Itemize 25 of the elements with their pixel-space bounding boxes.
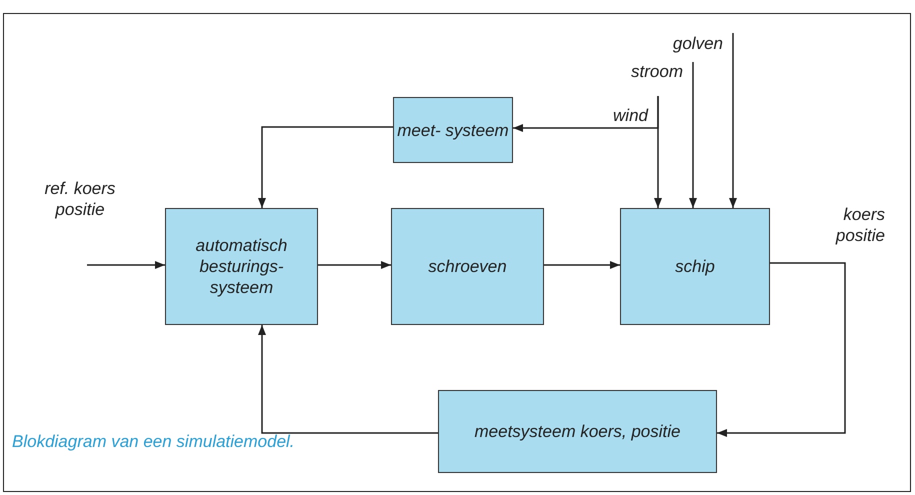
arrow [544, 261, 620, 269]
output-label: koers positie [834, 204, 885, 246]
arrow [717, 262, 846, 437]
box-label: schip [675, 256, 715, 277]
input-label: ref. koers positie [44, 178, 116, 220]
process-box [391, 208, 544, 325]
box-label: automatisch besturings- systeem [194, 235, 288, 298]
arrow [729, 33, 737, 208]
arrow [258, 325, 438, 434]
input-label: golven [672, 33, 724, 54]
process-box [438, 390, 717, 473]
arrow [654, 96, 662, 208]
box-label: meet- systeem [397, 120, 509, 140]
caption: Blokdiagram van een simulatiemodel. [12, 432, 295, 452]
process-box [165, 208, 318, 325]
arrow [258, 126, 393, 208]
input-label: stroom [631, 61, 684, 82]
arrow [86, 261, 165, 269]
box-label: schroeven [428, 256, 507, 277]
box-label: meetsysteem koers, positie [474, 421, 680, 442]
arrow [318, 261, 391, 269]
process-box [393, 97, 513, 163]
process-box [620, 208, 770, 325]
arrow [689, 62, 697, 208]
input-label: wind [613, 105, 650, 126]
